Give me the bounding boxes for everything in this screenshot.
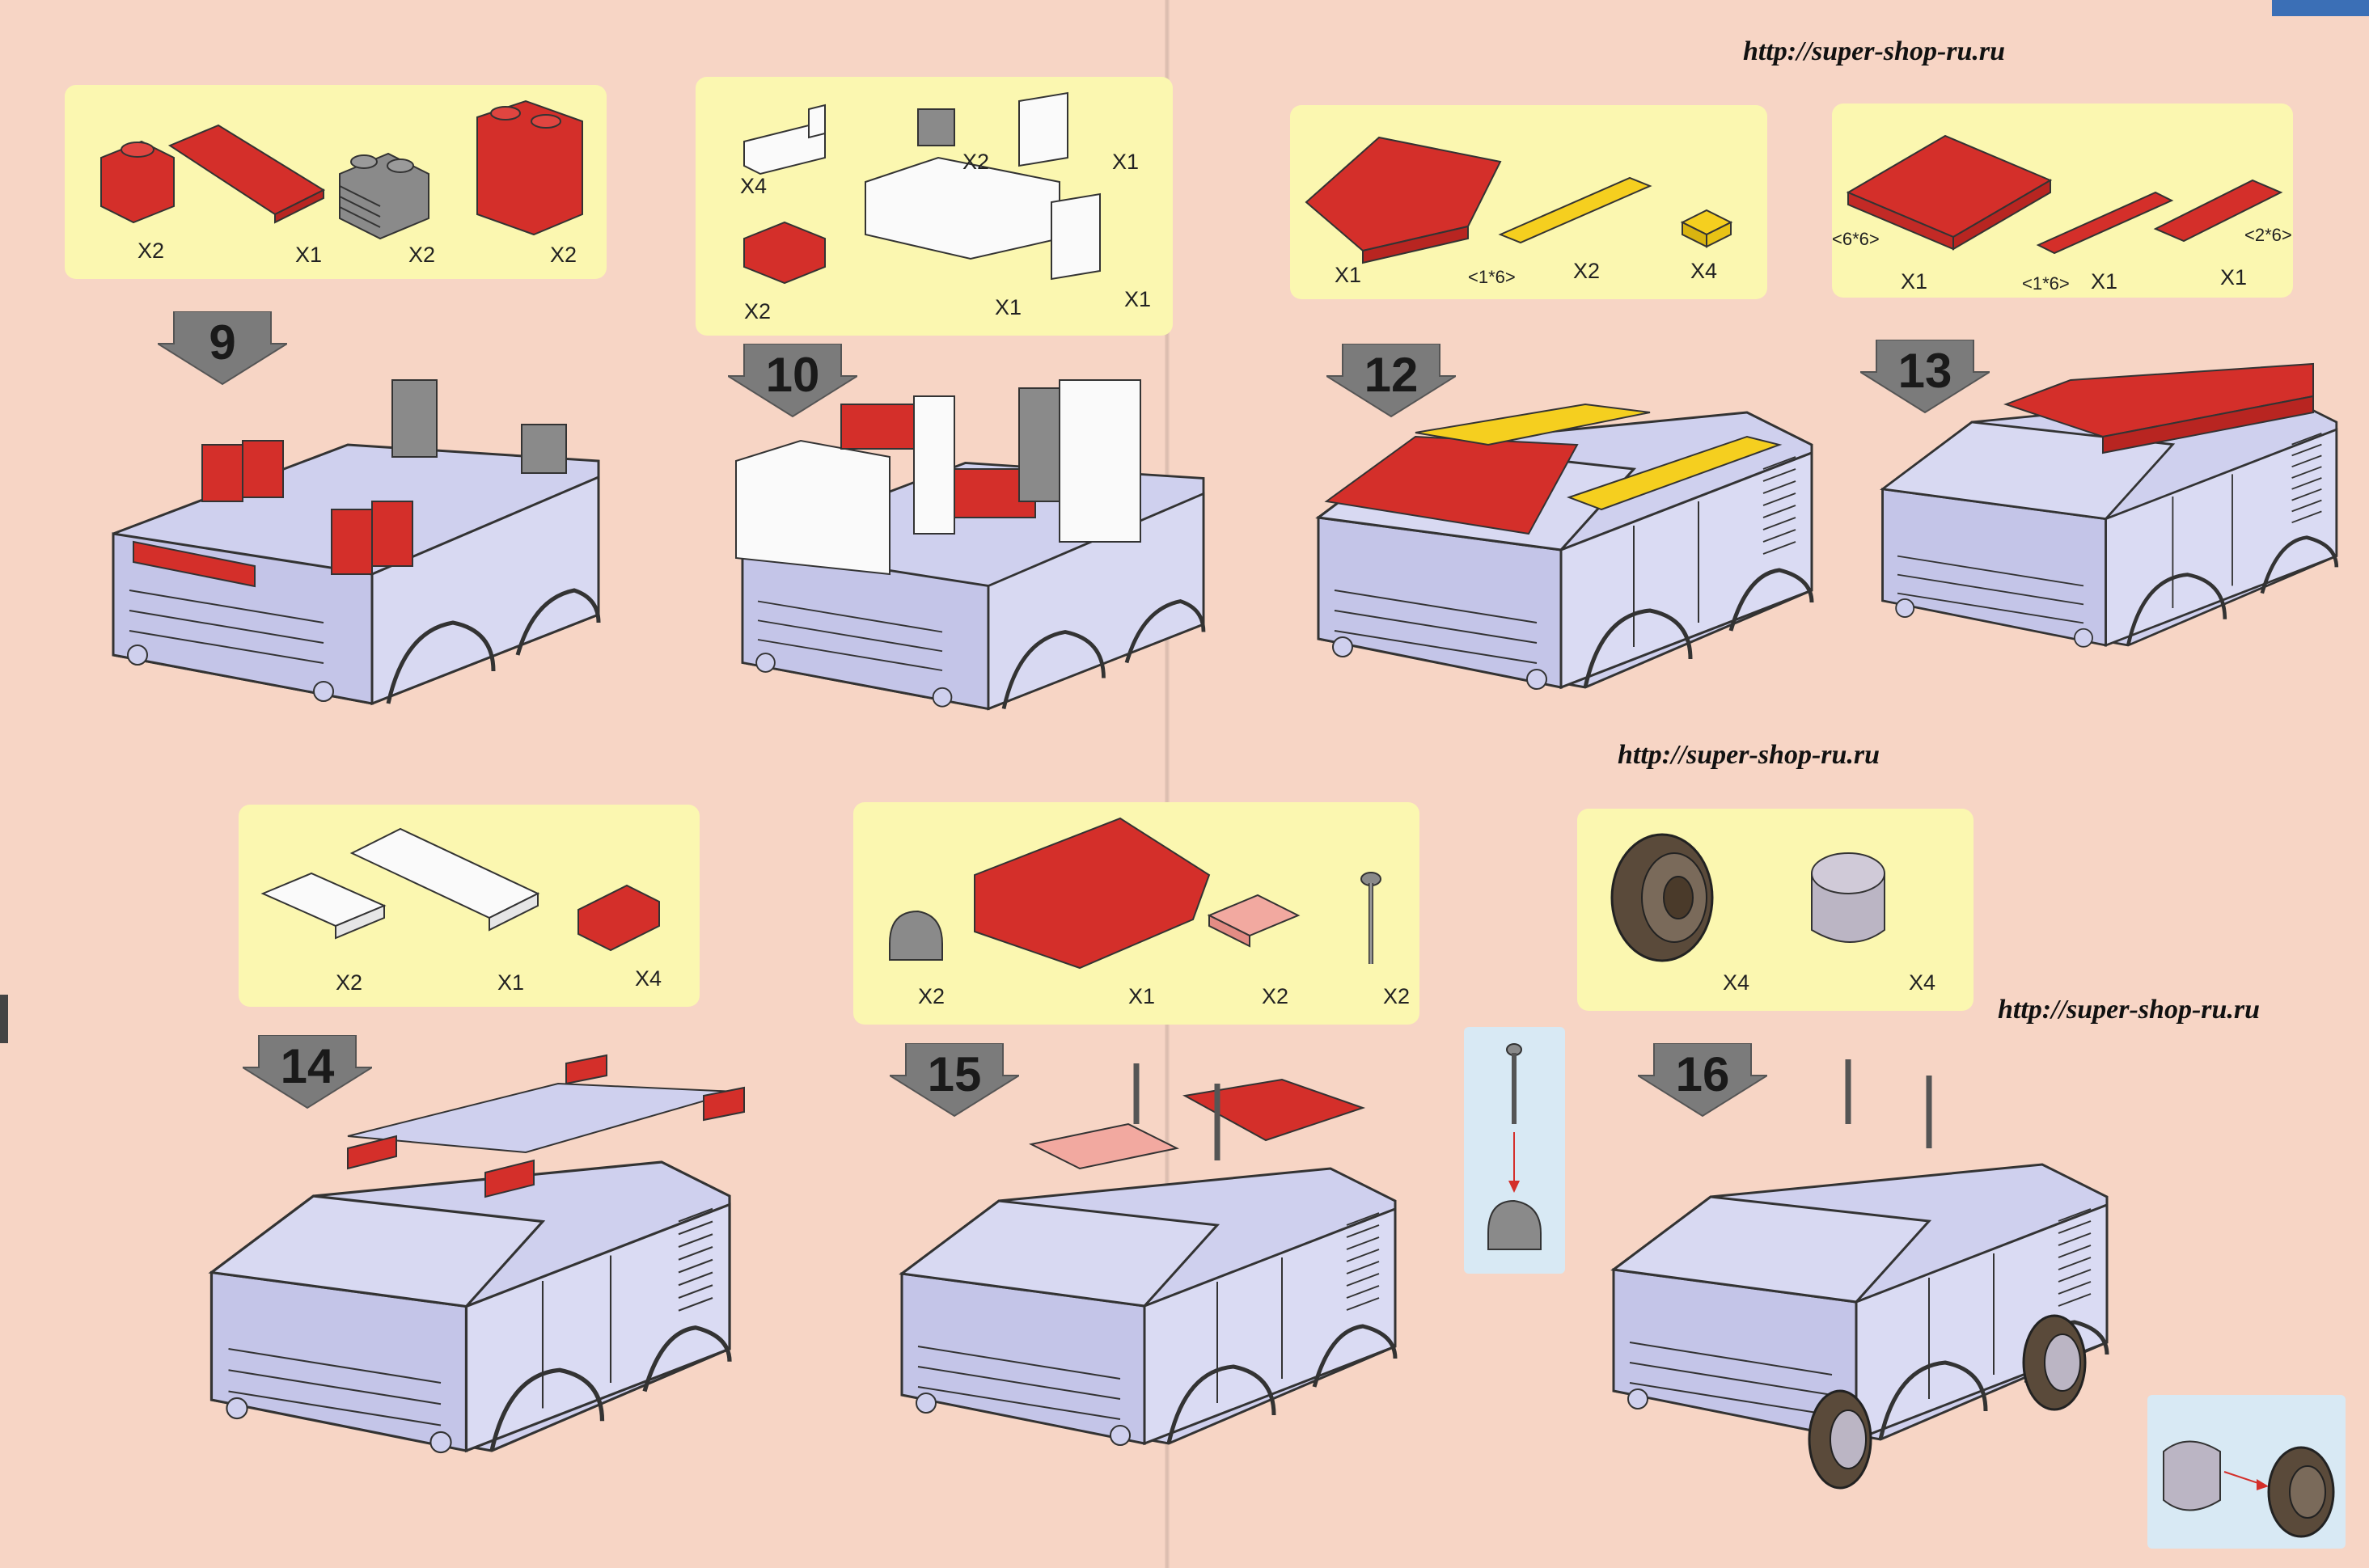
parts-panel-step-16: X4 X4 [1577,809,1973,1011]
dim-step13-3: <2*6> [2244,225,2292,245]
step-arrow-15: 15 [890,1043,1019,1120]
qty-step10-3: X1 [1112,150,1140,174]
assembly-step-10 [735,379,1213,752]
parts-step-13-bricks [1846,134,2283,255]
step-number-13: 13 [1897,344,1952,398]
qty-step14-3: X4 [635,966,662,991]
parts-panel-step-10: X4 X2 X1 X2 X1 X1 [696,77,1173,336]
qty-step13-3: X1 [2220,265,2248,290]
wheel-rim-icon [1811,852,1885,943]
step-number-15: 15 [927,1047,982,1101]
qty-step15-1: X2 [918,984,945,1008]
scan-edge [2272,0,2369,16]
step-arrow-14: 14 [243,1035,372,1112]
watermark-url-bottom: http://super-shop-ru.ru [1998,995,2261,1025]
qty-step10-2: X2 [962,150,990,174]
qty-step14-1: X2 [336,970,363,995]
parts-panel-step-13: <6*6> X1 <1*6> X1 <2*6> X1 [1832,104,2293,298]
qty-step12-2: X2 [1573,259,1601,283]
step-number-12: 12 [1364,348,1419,402]
tire-icon [1610,833,1714,962]
step-arrow-9: 9 [158,311,287,388]
brick-1x1-red [100,140,175,224]
parts-step-9-bricks [100,99,583,240]
qty-step13-2: X1 [2091,269,2118,294]
step-number-14: 14 [280,1039,335,1093]
dim-step13-1: <6*6> [1832,229,1880,249]
step-arrow-12: 12 [1326,344,1456,421]
inset-antenna-assembly [1464,1027,1565,1274]
parts-step-10-bricks [743,91,1101,285]
assembly-step-15 [878,1063,1444,1516]
watermark-url-top: http://super-shop-ru.ru [1743,36,2006,66]
assembly-step-14 [186,1054,745,1512]
step-arrow-13: 13 [1860,340,1990,416]
watermark-url-middle: http://super-shop-ru.ru [1618,740,1880,770]
qty-step15-3: X2 [1262,984,1289,1008]
qty-step9-4: X2 [550,243,577,267]
qty-step16-1: X4 [1723,970,1750,995]
qty-step10-4: X2 [744,299,772,323]
step-arrow-10: 10 [728,344,857,421]
qty-step13-1: X1 [1901,269,1928,294]
parts-step-12-bricks [1305,136,1733,264]
qty-step10-6: X1 [1124,287,1152,311]
qty-step10-5: X1 [995,295,1022,319]
qty-step15-2: X1 [1128,984,1156,1008]
qty-step12-3: X4 [1690,259,1718,283]
step-arrow-16: 16 [1638,1043,1767,1120]
qty-step9-3: X2 [408,243,436,267]
qty-step10-1: X4 [740,174,768,198]
qty-step9-1: X2 [137,239,165,263]
parts-step-14-bricks [260,827,660,952]
parts-panel-step-15: X2 X1 X2 X2 [853,802,1419,1025]
step-number-16: 16 [1675,1047,1730,1101]
assembly-step-12 [1294,403,1844,752]
dim-step12-2: <1*6> [1468,267,1516,287]
inset-wheel-assembly [2147,1395,2346,1549]
parts-step-15-bricks [889,817,1381,970]
qty-step15-4: X2 [1383,984,1411,1008]
scan-edge-left [0,995,8,1043]
qty-step9-2: X1 [295,243,323,267]
qty-step12-1: X1 [1335,263,1362,287]
parts-step-16-parts [1610,833,1885,962]
parts-panel-step-9: X2 X1 X2 X2 [65,85,607,279]
page-fold [1165,0,1170,1568]
qty-step16-2: X4 [1909,970,1936,995]
assembly-step-16 [1589,1059,2155,1490]
step-number-9: 9 [209,315,236,370]
dim-step13-2: <1*6> [2022,273,2070,294]
assembly-step-9 [81,379,631,752]
qty-step14-2: X1 [497,970,525,995]
assembly-step-13 [1860,362,2346,728]
step-number-10: 10 [765,348,820,402]
parts-panel-step-14: X2 X1 X4 [239,805,700,1007]
parts-panel-step-12: X1 <1*6> X2 X4 [1290,105,1767,299]
